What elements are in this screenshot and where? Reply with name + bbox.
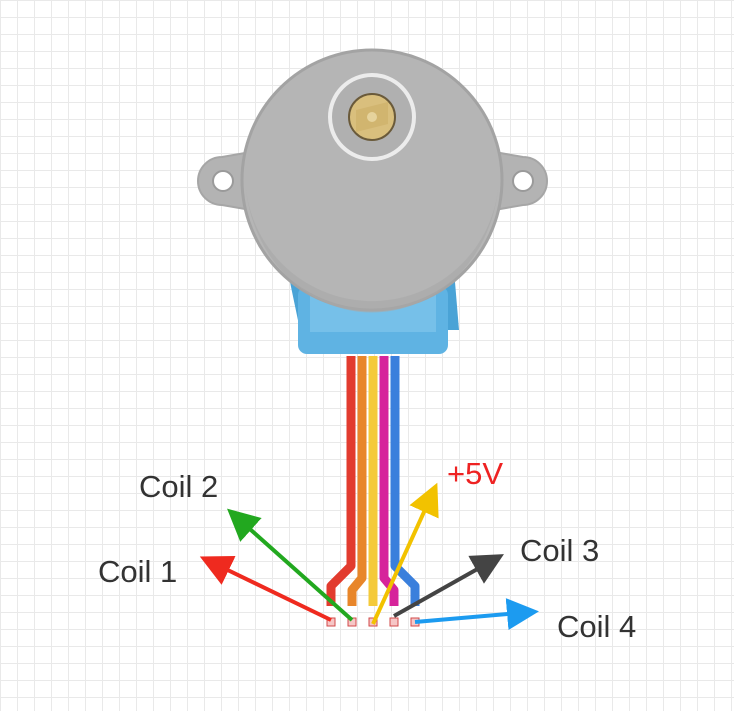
mount-hole-left [212,170,234,192]
label-coil-4: Coil 4 [557,609,637,644]
label-coil-1: Coil 1 [98,554,178,589]
arrow-coil2 [227,508,354,622]
arrow-coil1 [199,556,332,622]
label-coil-3: Coil 3 [520,533,600,568]
wire-orange [347,356,367,606]
label-coil-2: Coil 2 [139,469,219,504]
motor-body [240,48,504,313]
mount-hole-right [512,170,534,192]
wire-bundle [326,356,420,606]
pin-arrows [199,482,539,631]
arrow-coil3 [393,554,504,618]
arrow-coil4 [414,598,539,631]
pin-4 [389,617,399,627]
wire-red [326,356,356,606]
wire-blue [390,356,420,606]
arrow-5v [371,482,439,625]
wire-pink [379,356,399,606]
label-5v: +5V [447,456,504,491]
